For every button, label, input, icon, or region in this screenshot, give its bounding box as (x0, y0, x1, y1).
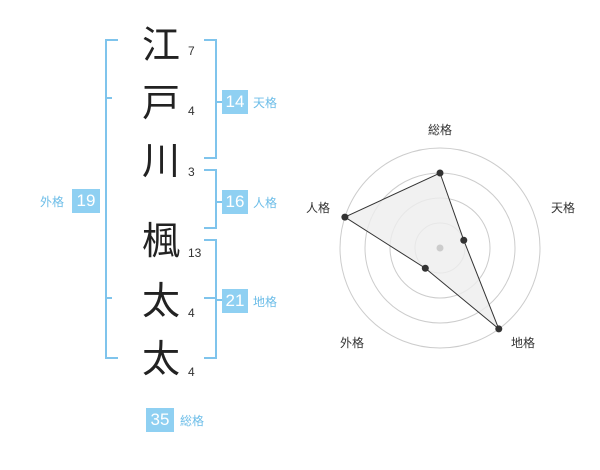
gaikaku-bracket (105, 39, 118, 359)
jinkaku-bracket (204, 169, 217, 229)
radar-grid-ring-4 (339, 147, 541, 349)
name-char-3: 川 (141, 139, 180, 183)
radar-point-3 (495, 325, 503, 333)
stroke-count-4: 13 (188, 246, 202, 260)
name-char-1: 江 (141, 23, 180, 67)
soukaku-label: 総格 (180, 414, 205, 428)
radar-center (436, 244, 444, 252)
stroke-count-5: 4 (188, 306, 195, 320)
radar-point-1 (436, 169, 444, 177)
radar-axis-label-jinkaku: 人格 (306, 200, 330, 215)
stroke-count-1: 7 (188, 44, 195, 58)
gaikaku-value: 19 (72, 189, 100, 213)
gaikaku-label: 外格 (40, 195, 65, 209)
radar-point-4 (421, 264, 429, 272)
radar-area (343, 172, 500, 330)
stroke-count-3: 3 (188, 165, 195, 179)
radar-points (341, 169, 503, 333)
radar-axis-label-tenkaku: 天格 (551, 200, 575, 215)
name-char-6: 太 (141, 337, 180, 381)
radar-point-5 (341, 213, 349, 221)
tenkaku-bracket (204, 39, 217, 159)
stroke-count-2: 4 (188, 104, 195, 118)
chikaku-label: 地格 (253, 295, 278, 309)
tenkaku-label: 天格 (253, 96, 278, 110)
radar-axis-label-gaikaku: 外格 (340, 335, 364, 350)
radar-point-2 (460, 236, 468, 244)
jinkaku-label: 人格 (253, 196, 278, 210)
name-char-5: 太 (141, 279, 180, 323)
name-char-4: 楓 (141, 219, 180, 263)
stroke-count-6: 4 (188, 365, 195, 379)
tenkaku-value: 14 (222, 90, 248, 114)
soukaku-value: 35 (146, 408, 174, 432)
radar-axis-label-chikaku: 地格 (511, 335, 535, 350)
chikaku-value: 21 (222, 289, 248, 313)
name-char-2: 戸 (141, 81, 180, 125)
radar-axis-label-soukaku: 総格 (428, 122, 452, 137)
bracket-lines (105, 39, 222, 359)
jinkaku-value: 16 (222, 190, 248, 214)
